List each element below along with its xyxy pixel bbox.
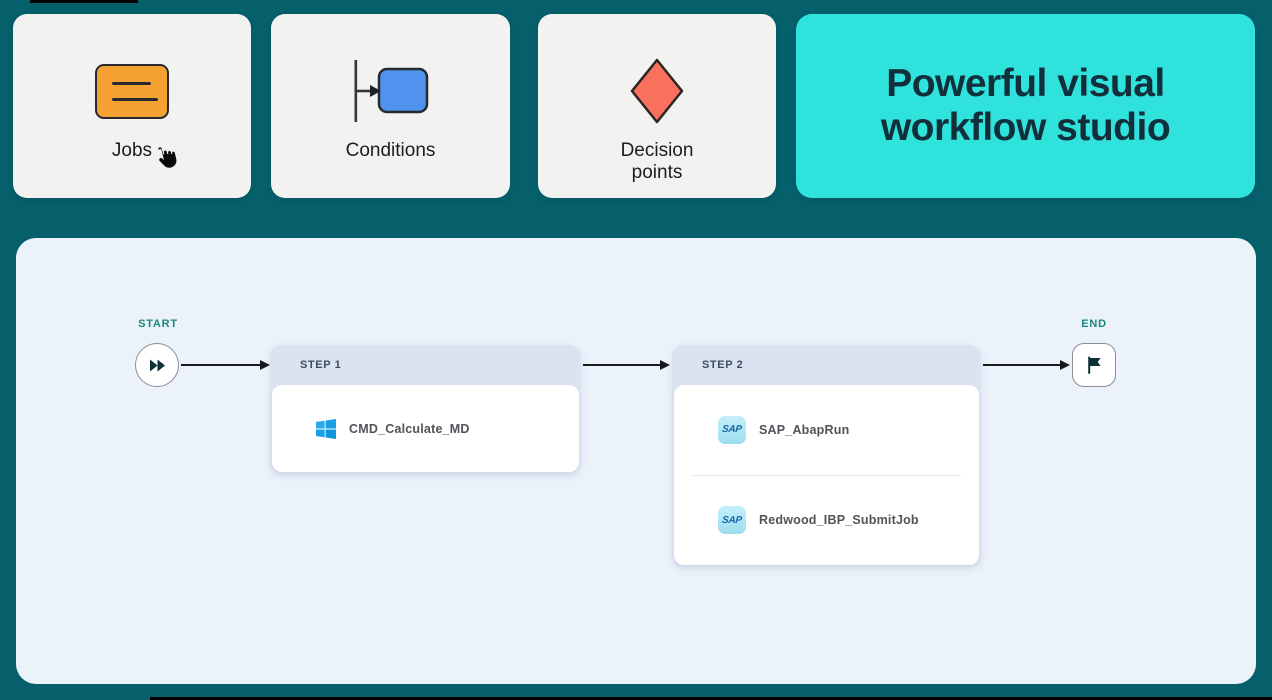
video-artifact-strip [30,0,138,3]
hand-cursor-icon [158,147,177,168]
toolbox-card-decision-points[interactable]: Decision points [538,14,776,198]
connector-step2-end [983,360,1070,370]
end-label: END [1081,318,1107,330]
connector-start-step1 [181,360,270,370]
workflow-canvas: START STEP 1 CMD_Calculate_MD [16,238,1256,684]
conditions-label-text: Conditions [345,140,436,161]
job-row-cmd-calculate-md[interactable]: CMD_Calculate_MD [272,385,579,472]
sap-icon: SAP [718,415,746,444]
step-1-title: STEP 1 [300,359,342,371]
job-row-sap-abaprun[interactable]: SAP SAP_AbapRun [674,385,979,475]
job-name: CMD_Calculate_MD [349,421,470,436]
hero-title: Powerful visual workflow studio [880,62,1171,150]
jobs-label: Jobs [111,140,177,168]
start-label: START [138,318,178,330]
toolbox-card-jobs[interactable]: Jobs [13,14,251,198]
conditions-label: Conditions [346,140,436,162]
arrowhead-icon [1060,360,1070,370]
job-name: SAP_AbapRun [759,422,850,437]
jobs-label-text: Jobs [111,140,153,161]
hero-title-line1: Powerful visual [886,62,1165,105]
connector-step1-step2 [583,360,670,370]
toolbox-card-conditions[interactable]: Conditions [271,14,510,198]
job-rect-icon [95,63,169,119]
job-rect-line [112,97,158,101]
windows-icon [316,418,336,439]
decision-diamond-icon [630,58,684,124]
step-2-title: STEP 2 [702,359,744,371]
job-row-redwood-ibp-submitjob[interactable]: SAP Redwood_IBP_SubmitJob [674,476,979,566]
jobs-icon [95,54,169,128]
arrowhead-icon [660,360,670,370]
step-1-card[interactable]: STEP 1 CMD_Calculate_MD [270,345,581,474]
flag-icon [1088,356,1101,374]
fast-forward-icon [149,359,165,371]
step-2-card[interactable]: STEP 2 SAP SAP_AbapRun SAP Redwood_IBP_S… [672,345,981,567]
condition-arrow-rect-icon [354,60,428,122]
start-node[interactable] [135,343,179,387]
step-1-body: CMD_Calculate_MD [272,385,579,472]
sap-icon-text: SAP [721,514,743,526]
conditions-icon [353,54,429,128]
hero-title-line2: workflow studio [880,106,1171,149]
decision-points-icon [627,54,687,128]
end-node[interactable] [1072,343,1116,387]
hero-card: Powerful visual workflow studio [796,14,1255,198]
arrowhead-icon [260,360,270,370]
step-2-body: SAP SAP_AbapRun SAP Redwood_IBP_SubmitJo… [674,385,979,565]
decision-points-label: Decision points [620,140,694,183]
video-artifact-strip [150,697,1272,700]
job-rect-line [112,81,151,85]
job-divider [692,474,961,476]
job-name: Redwood_IBP_SubmitJob [759,513,919,528]
sap-icon: SAP [718,506,746,535]
sap-icon-text: SAP [721,424,743,436]
